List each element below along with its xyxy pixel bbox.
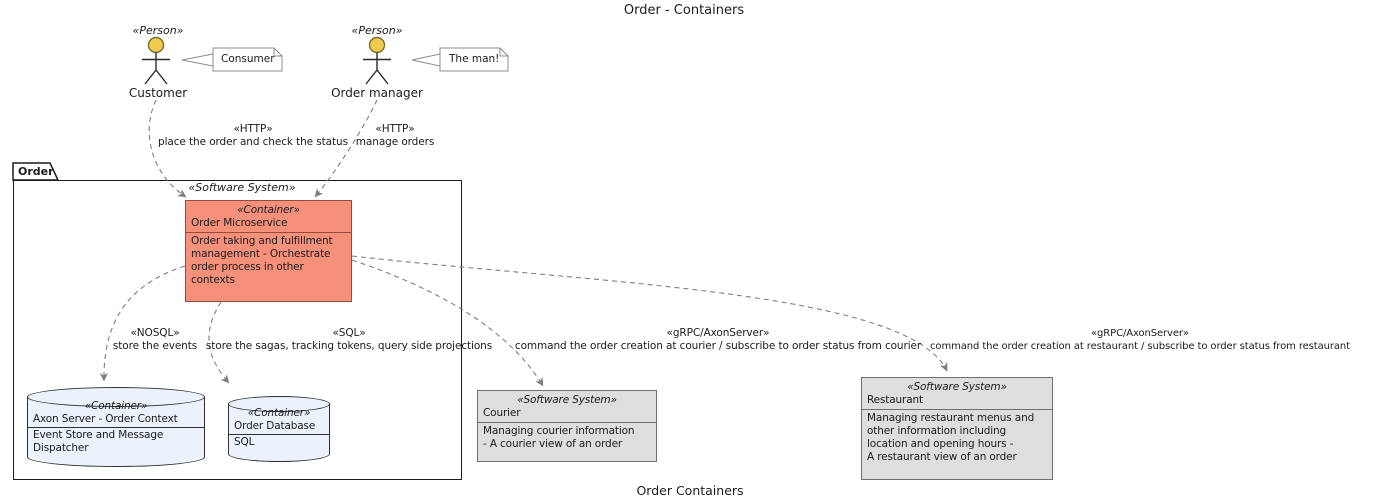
order-ms-stereotype: «Container» — [237, 204, 300, 216]
cylinder-body — [228, 404, 330, 454]
axon-server-database: «Container» Axon Server - Order Context … — [27, 387, 205, 467]
order-ms-name: Order Microservice — [191, 217, 288, 229]
edge-stereotype: «NOSQL» — [130, 327, 180, 339]
courier-body-line: Managing courier information — [483, 425, 635, 437]
axon-body-line: Dispatcher — [33, 442, 89, 454]
restaurant-name: Restaurant — [867, 394, 923, 406]
the-man-note-text: The man! — [449, 53, 500, 65]
order-manager-stereotype: «Person» — [351, 24, 403, 37]
restaurant-body-line: other information including — [867, 425, 1007, 437]
customer-label: Customer — [128, 86, 188, 100]
orderdb-name: Order Database — [234, 420, 316, 432]
divider — [186, 232, 351, 233]
orderdb-body-line: SQL — [234, 436, 255, 448]
consumer-note-text: Consumer — [221, 53, 275, 65]
diagram-title: Order - Containers — [623, 3, 745, 18]
edge-label-grpc-restaurant: «gRPC/AxonServer» command the order crea… — [930, 327, 1350, 353]
divider — [478, 422, 656, 423]
edge-text: place the order and check the status — [158, 136, 348, 148]
edge-label-sql: «SQL» store the sagas, tracking tokens, … — [206, 327, 492, 353]
axon-name: Axon Server - Order Context — [33, 413, 178, 425]
restaurant-system-box: «Software System» Restaurant Managing re… — [861, 377, 1053, 480]
orderdb-stereotype: «Container» — [247, 407, 311, 419]
edge-label-nosql: «NOSQL» store the events — [113, 327, 197, 353]
restaurant-body-line: A restaurant view of an order — [867, 451, 1017, 463]
edge-label-grpc-courier: «gRPC/AxonServer» command the order crea… — [515, 327, 921, 353]
edge-stereotype: «gRPC/AxonServer» — [1091, 328, 1189, 339]
edge-text: command the order creation at restaurant… — [930, 341, 1350, 352]
order-microservice-box: «Container» Order Microservice Order tak… — [185, 200, 352, 302]
edge-text: command the order creation at courier / … — [514, 340, 922, 352]
software-system-stereotype-label: «Software System» — [188, 181, 296, 194]
order-manager-label: Order manager — [331, 86, 423, 100]
diagram-caption: Order Containers — [636, 483, 744, 498]
axon-body-line: Event Store and Message — [33, 429, 164, 441]
package-name: Order — [18, 165, 54, 178]
order-database: «Container» Order Database SQL — [228, 396, 330, 462]
order-manager-actor-figure — [363, 36, 391, 85]
edge-text: manage orders — [355, 136, 435, 148]
restaurant-body-line: Managing restaurant menus and — [867, 412, 1035, 424]
courier-name: Courier — [483, 407, 521, 419]
restaurant-body-line: location and opening hours - — [867, 438, 1014, 450]
courier-body-line: - A courier view of an order — [483, 438, 623, 450]
edge-stereotype: «HTTP» — [375, 123, 415, 135]
axon-stereotype: «Container» — [84, 400, 148, 412]
edge-stereotype: «SQL» — [332, 327, 366, 339]
edge-label-http-manager: «HTTP» manage orders — [356, 123, 434, 149]
courier-system-box: «Software System» Courier Managing couri… — [477, 390, 657, 462]
order-ms-body-line: management - Orchestrate — [191, 248, 331, 260]
order-ms-body-line: Order taking and fulfillment — [191, 235, 333, 247]
divider — [228, 434, 330, 435]
edge-stereotype: «gRPC/AxonServer» — [666, 327, 770, 339]
edge-text: store the events — [112, 340, 198, 352]
order-manager-head — [368, 36, 386, 54]
customer-head — [147, 36, 165, 54]
customer-actor-figure — [142, 36, 170, 85]
courier-stereotype: «Software System» — [517, 394, 617, 406]
divider — [27, 427, 205, 428]
restaurant-stereotype: «Software System» — [907, 381, 1007, 393]
order-ms-body-line: contexts — [191, 274, 235, 286]
cylinder-top — [228, 396, 330, 412]
edge-stereotype: «HTTP» — [233, 123, 273, 135]
order-ms-body-line: order process in other — [191, 261, 304, 273]
edge-text: store the sagas, tracking tokens, query … — [205, 340, 493, 352]
edge-label-http-customer: «HTTP» place the order and check the sta… — [158, 123, 348, 149]
cylinder-top — [27, 387, 205, 407]
customer-stereotype: «Person» — [132, 24, 184, 37]
divider — [862, 409, 1052, 410]
